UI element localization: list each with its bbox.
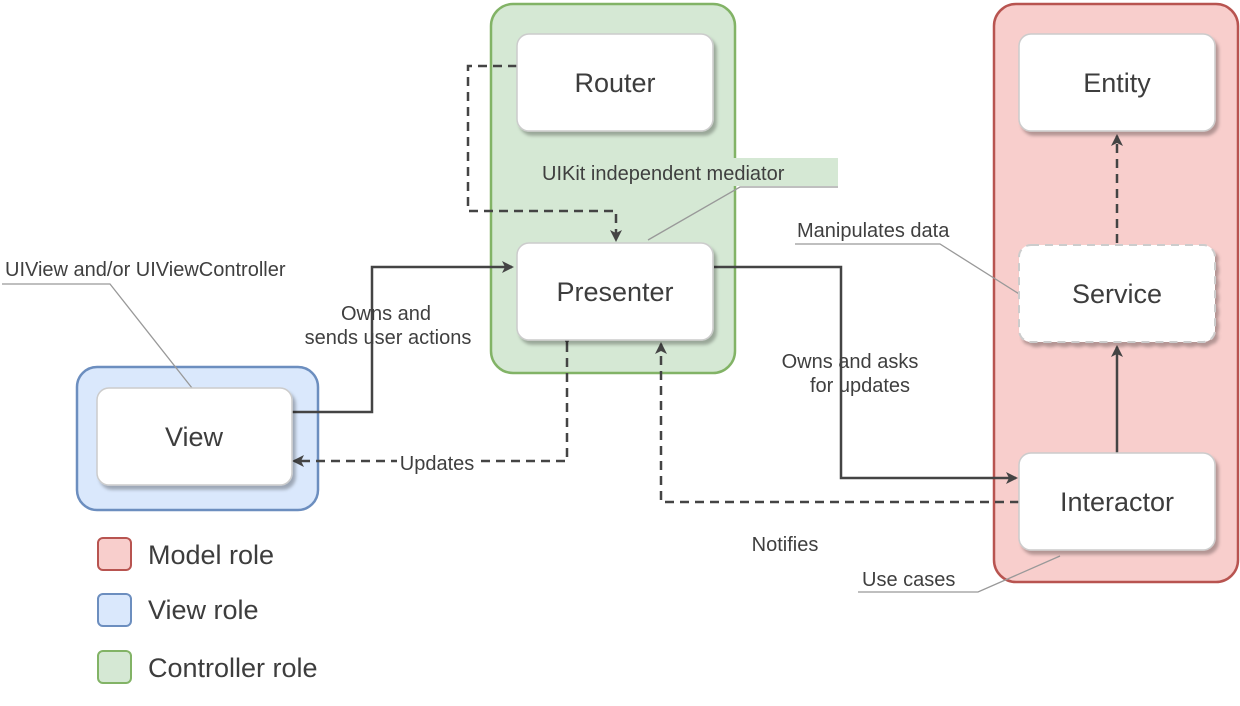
interactor-node: Interactor — [1018, 452, 1216, 551]
router-label: Router — [574, 68, 655, 98]
service-label: Service — [1072, 279, 1162, 309]
uiview-leader-line — [2, 283, 193, 389]
owns-sends-label-line2: sends user actions — [305, 327, 472, 349]
presenter-to-view-updates-arrow — [292, 333, 573, 467]
owns-asks-label-line1: Owns and asks — [782, 351, 919, 373]
legend-swatch-view — [97, 593, 132, 627]
router-node: Router — [516, 33, 714, 132]
legend-label-model: Model role — [148, 540, 274, 570]
legend: Model role View role Controller role — [97, 537, 318, 684]
owns-sends-label-line1: Owns and — [341, 303, 431, 325]
legend-label-view: View role — [148, 595, 259, 625]
mediator-leader-line — [647, 186, 838, 241]
use-cases-leader-line — [858, 555, 1061, 593]
updates-label: Updates — [400, 453, 475, 475]
manipulates-leader-line — [795, 243, 1025, 298]
manipulates-annotation: Manipulates data — [797, 220, 950, 242]
notifies-label: Notifies — [752, 534, 819, 556]
view-node: View — [96, 387, 293, 486]
presenter-to-interactor-arrow — [714, 265, 1018, 484]
use-cases-annotation: Use cases — [862, 569, 955, 591]
uiview-annotation: UIView and/or UIViewController — [5, 259, 286, 281]
router-to-presenter-arrow — [466, 64, 622, 242]
entity-label: Entity — [1083, 68, 1151, 98]
presenter-node: Presenter — [516, 242, 714, 341]
service-node: Service — [1018, 244, 1216, 343]
interactor-label: Interactor — [1060, 487, 1174, 517]
view-label: View — [165, 422, 224, 452]
legend-swatch-controller — [97, 650, 132, 684]
legend-swatch-model — [97, 537, 132, 571]
presenter-label: Presenter — [556, 277, 673, 307]
entity-node: Entity — [1018, 33, 1216, 132]
mediator-annotation: UIKit independent mediator — [542, 163, 785, 185]
legend-label-controller: Controller role — [148, 653, 318, 683]
owns-asks-label-line2: for updates — [810, 375, 910, 397]
